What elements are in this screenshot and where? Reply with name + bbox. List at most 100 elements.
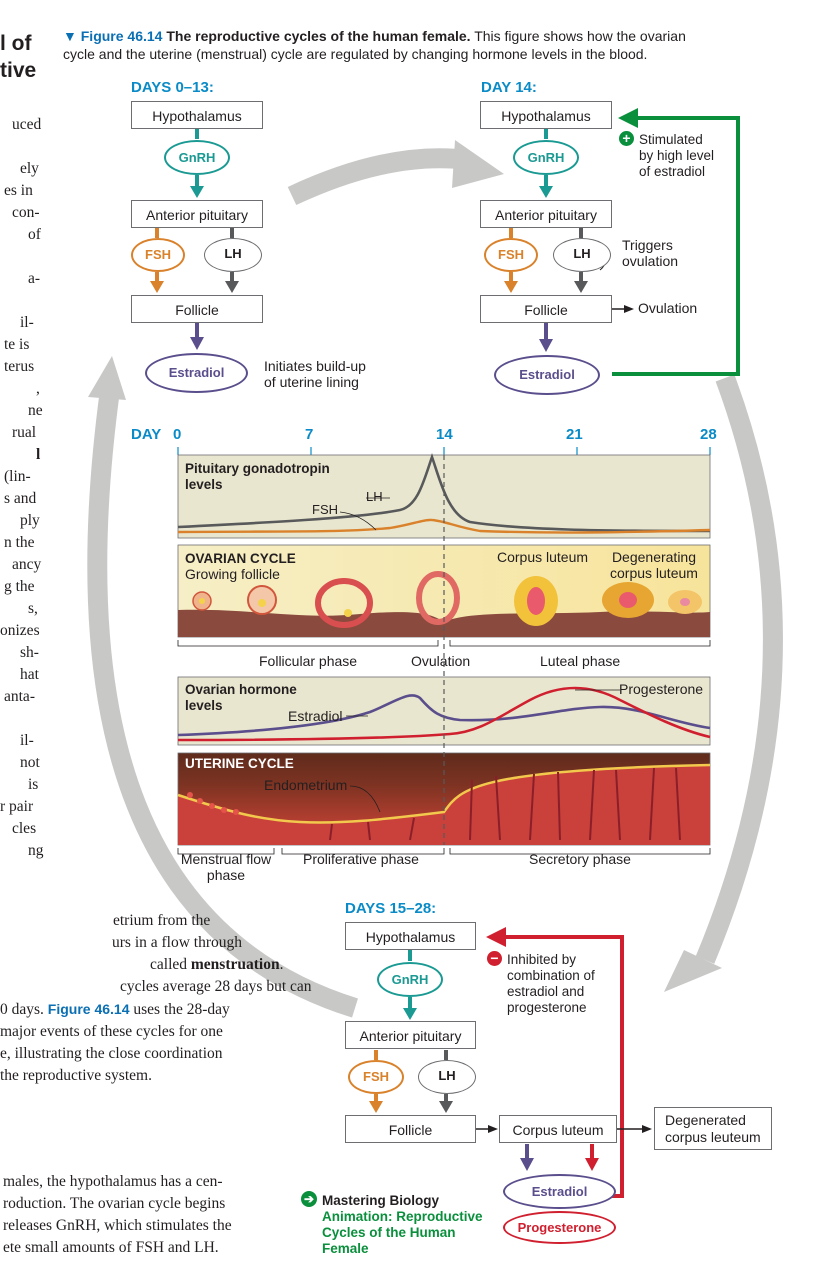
- body-text-line: (lin-: [4, 468, 31, 485]
- plus-icon: +: [619, 131, 634, 146]
- title-line: levels: [185, 698, 223, 713]
- estradiol-curve-label: Estradiol: [288, 708, 343, 724]
- figure-caption-line1: This figure shows how the ovarian: [474, 28, 686, 44]
- lh-oval: LH: [418, 1060, 476, 1094]
- estradiol-oval: Estradiol: [145, 353, 248, 393]
- body-text-line: te is: [4, 336, 30, 353]
- body-text-line: ply: [20, 512, 40, 529]
- body-text-line: rual: [12, 424, 37, 441]
- mastering-biology-link[interactable]: Mastering Biology Animation: Reproductiv…: [322, 1193, 483, 1257]
- corpus-luteum-label: Corpus luteum: [497, 549, 589, 565]
- progesterone-curve-label: Progesterone: [619, 681, 704, 697]
- body-text-line: hat: [20, 666, 39, 683]
- body-text-line: urs in a flow through: [112, 934, 243, 951]
- follicle-box: Follicle: [345, 1115, 476, 1143]
- body-text-line: etrium from the: [113, 912, 211, 929]
- body-text-line: g the: [4, 578, 35, 595]
- body-text-line: l: [36, 446, 41, 463]
- degenerated-corpus-luteum-box: Degenerated corpus leuteum: [654, 1107, 772, 1150]
- cycle-arrow-right: [695, 374, 783, 964]
- note-line: Triggers: [622, 237, 673, 253]
- body-text-line: il-: [20, 732, 34, 749]
- cycle-arrow-top: [287, 148, 470, 206]
- body-text-line: males, the hypothalamus has a cen-: [3, 1173, 223, 1190]
- mastering-biology-icon[interactable]: ➔: [301, 1191, 317, 1207]
- growing-follicle-label: Growing follicle: [185, 566, 280, 582]
- endometrium-label: Endometrium: [264, 777, 348, 793]
- timeline-tick-label: 0: [173, 426, 182, 443]
- positive-feedback-line: [612, 116, 740, 376]
- timeline-tick-label: 7: [305, 426, 314, 443]
- note-line: Stimulated: [639, 132, 703, 147]
- body-text-line: the reproductive system.: [0, 1067, 152, 1084]
- note-line: estradiol and: [507, 984, 585, 999]
- fsh-oval: FSH: [348, 1060, 404, 1094]
- body-text-line: r pair: [0, 798, 34, 815]
- note-line: combination of: [507, 968, 595, 983]
- lh-curve-label: LH: [366, 489, 383, 504]
- cycle-arrow-left: [87, 388, 358, 1018]
- anterior-pituitary-box: Anterior pituitary: [131, 200, 263, 228]
- heading-line: tive: [0, 59, 37, 82]
- cycle-arrow-top-head: [452, 140, 504, 188]
- follicular-phase-label: Follicular phase: [259, 653, 358, 669]
- ovarian-cycle-title: OVARIAN CYCLE: [185, 551, 296, 566]
- figure-title: The reproductive cycles of the human fem…: [166, 28, 471, 44]
- label-line: corpus luteum: [610, 565, 698, 581]
- timeline-tick-label: 28: [700, 426, 717, 443]
- body-text-line: anta-: [4, 688, 35, 705]
- body-text-line: cles: [12, 820, 37, 837]
- figure-reference-link[interactable]: Figure 46.14: [47, 1001, 130, 1017]
- body-text-line: called menstruation.: [150, 956, 284, 973]
- body-text-line: is: [28, 776, 39, 793]
- estradiol-oval: Estradiol: [503, 1174, 616, 1209]
- figure-marker: ▼: [63, 28, 77, 44]
- body-text-line: con-: [12, 204, 40, 221]
- fsh-curve-label: FSH: [312, 502, 338, 517]
- body-text-line: ,: [36, 380, 40, 397]
- cycle-arrow-left-head: [88, 356, 126, 400]
- follicle-box: Follicle: [131, 295, 263, 323]
- ovulation-label: Ovulation: [638, 300, 698, 316]
- gnrh-oval: GnRH: [513, 140, 579, 175]
- note-line: by high level: [639, 148, 715, 163]
- note-line: of estradiol: [639, 164, 706, 179]
- body-text-line: terus: [4, 358, 35, 375]
- body-text-line: s,: [28, 600, 38, 617]
- body-text-line: ete small amounts of FSH and LH.: [3, 1239, 219, 1256]
- anterior-pituitary-box: Anterior pituitary: [345, 1021, 476, 1049]
- note-line: progesterone: [507, 1000, 587, 1015]
- proliferative-phase-label: Proliferative phase: [303, 851, 419, 867]
- estradiol-effect-note: Initiates build-up of uterine lining: [264, 358, 366, 390]
- body-text-line: il-: [20, 314, 34, 331]
- minus-icon: −: [487, 951, 502, 966]
- body-text-line: a-: [28, 270, 41, 287]
- note-line: Initiates build-up: [264, 358, 366, 374]
- uterine-cycle-title: UTERINE CYCLE: [185, 756, 294, 771]
- body-text-line: of: [28, 226, 41, 243]
- follicle-illustrations: [192, 571, 702, 628]
- body-text-bottom-paragraph: etrium from the urs in a flow through call…: [0, 910, 312, 1087]
- triggers-ovulation-note: Triggers ovulation: [622, 237, 678, 269]
- degenerating-corpus-luteum-label: Degenerating corpus luteum: [610, 549, 698, 581]
- body-text-line: ne: [28, 402, 43, 419]
- ovarian-hormone-title: Ovarian hormone levels: [185, 682, 297, 714]
- body-text-line: uced: [12, 116, 42, 133]
- mastering-title: Mastering Biology: [322, 1193, 440, 1208]
- fsh-oval: FSH: [484, 238, 538, 272]
- note-line: Inhibited by: [507, 952, 577, 967]
- menstrual-flow-phase-label: Menstrual flow phase: [178, 851, 274, 883]
- inhibited-note: Inhibited by combination of estradiol an…: [507, 952, 595, 1016]
- mastering-animation-line: Female: [322, 1241, 369, 1256]
- cycle-arrow-right-head: [664, 950, 722, 992]
- title-line: levels: [185, 477, 223, 492]
- follicle-box: Follicle: [480, 295, 612, 323]
- note-line: of uterine lining: [264, 374, 359, 390]
- estradiol-oval: Estradiol: [494, 355, 600, 395]
- gnrh-oval: GnRH: [377, 962, 443, 997]
- section-heading-fragment: l of tive: [0, 30, 36, 84]
- body-text-line: cycles average 28 days but can: [120, 978, 312, 995]
- positive-feedback-arrowhead: [618, 108, 638, 128]
